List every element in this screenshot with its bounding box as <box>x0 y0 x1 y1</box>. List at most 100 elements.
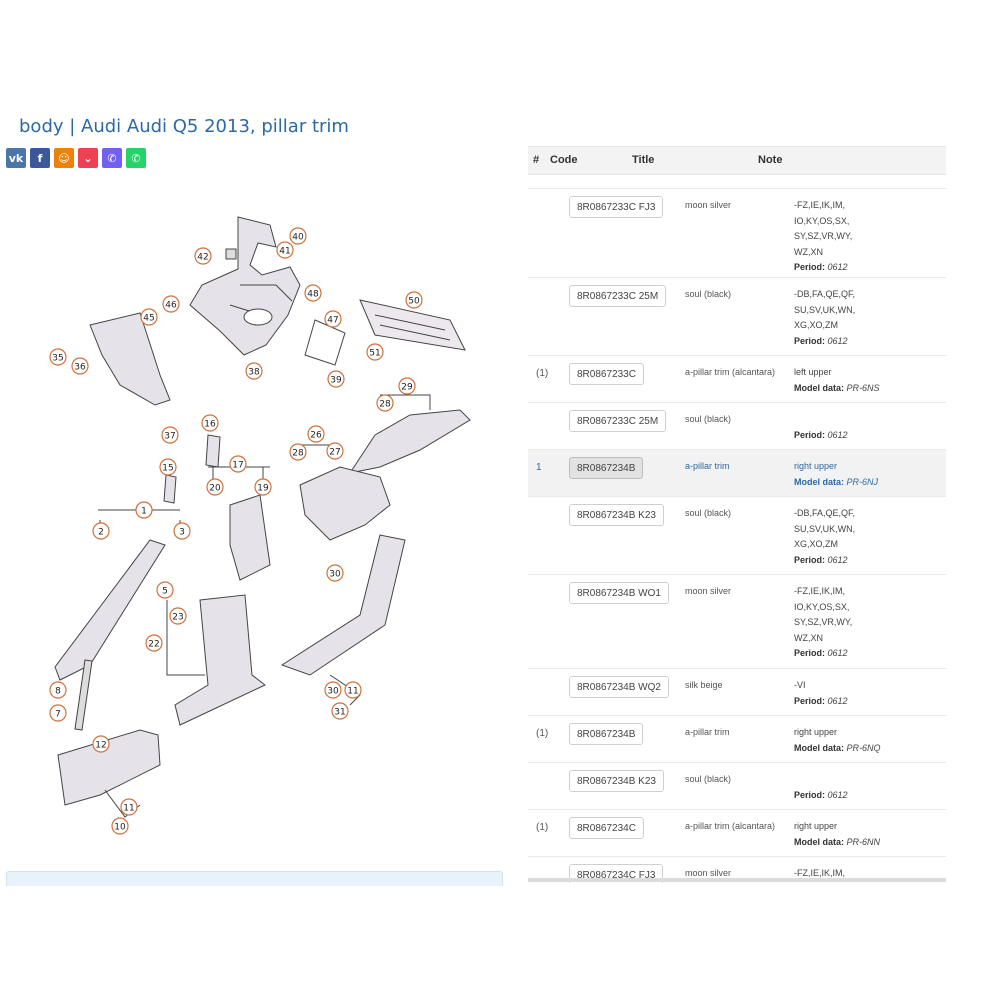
callout-50[interactable]: 50 <box>405 291 423 309</box>
callout-16[interactable]: 16 <box>201 414 219 432</box>
part-title: moon silver <box>685 586 732 596</box>
part-code-button[interactable]: 8R0867234B K23 <box>569 504 664 526</box>
svg-text:50: 50 <box>408 297 420 307</box>
row-num: 1 <box>536 462 542 473</box>
svg-text:30: 30 <box>327 687 339 697</box>
callout-12[interactable]: 12 <box>92 735 110 753</box>
callout-7[interactable]: 7 <box>49 704 67 722</box>
header-num: # <box>533 154 540 166</box>
callout-8[interactable]: 8 <box>49 681 67 699</box>
table-row[interactable]: 8R0867233C 25M soul (black) Period: 0612 <box>528 402 946 449</box>
callout-10[interactable]: 10 <box>111 817 129 835</box>
part-title: soul (black) <box>685 508 732 518</box>
callout-28[interactable]: 28 <box>376 394 394 412</box>
callout-26[interactable]: 26 <box>307 425 325 443</box>
callout-36[interactable]: 36 <box>71 357 89 375</box>
callout-48[interactable]: 48 <box>304 284 322 302</box>
callout-35[interactable]: 35 <box>49 348 67 366</box>
part-code-button[interactable]: 8R0867234B K23 <box>569 770 664 792</box>
callout-46[interactable]: 46 <box>162 295 180 313</box>
part-title: soul (black) <box>685 414 732 424</box>
part-code-button[interactable]: 8R0867233C FJ3 <box>569 196 664 218</box>
callout-38[interactable]: 38 <box>245 362 263 380</box>
odnoklassniki-share-icon[interactable]: ☺ <box>54 148 74 168</box>
part-code-button[interactable]: 8R0867233C 25M <box>569 285 667 307</box>
info-bar <box>6 871 503 886</box>
callout-11[interactable]: 11 <box>120 798 138 816</box>
part-note: -FZ,IE,IK,IM,IO,KY,OS,SX,SY,SZ,VR,WY,WZ,… <box>794 200 853 272</box>
table-header: # Code Title Note <box>528 146 946 175</box>
part-note: -FZ,IE,IK,IM,IO,KY,OS,SX,SY,SZ,VR,WY,WZ,… <box>794 586 853 658</box>
svg-text:1: 1 <box>141 507 147 517</box>
svg-text:7: 7 <box>55 710 61 720</box>
callout-20[interactable]: 20 <box>206 478 224 496</box>
part-code-button[interactable]: 8R0867233C 25M <box>569 410 667 432</box>
callout-23[interactable]: 23 <box>169 607 187 625</box>
part-code-button[interactable]: 8R0867234B <box>569 723 644 745</box>
callout-28[interactable]: 28 <box>289 443 307 461</box>
svg-text:23: 23 <box>172 613 183 623</box>
svg-text:30: 30 <box>329 570 341 580</box>
pocket-share-icon[interactable]: ⌄ <box>78 148 98 168</box>
callout-5[interactable]: 5 <box>156 581 174 599</box>
table-body: 8R0867233C FJ3 moon silver -FZ,IE,IK,IM,IO… <box>528 188 946 883</box>
header-note: Note <box>758 154 783 166</box>
part-code-button[interactable]: 8R0867234B <box>569 457 644 479</box>
part-code-button[interactable]: 8R0867234B WQ2 <box>569 676 669 698</box>
part-code-button[interactable]: 8R0867234C <box>569 817 644 839</box>
callout-29[interactable]: 29 <box>398 377 416 395</box>
callout-47[interactable]: 47 <box>324 310 342 328</box>
callout-31[interactable]: 31 <box>331 702 349 720</box>
svg-text:26: 26 <box>310 431 322 441</box>
svg-text:2: 2 <box>98 528 104 538</box>
callout-2[interactable]: 2 <box>92 522 110 540</box>
svg-text:5: 5 <box>162 587 168 597</box>
callout-51[interactable]: 51 <box>366 343 384 361</box>
callout-30[interactable]: 30 <box>326 564 344 582</box>
callout-37[interactable]: 37 <box>161 426 179 444</box>
scrollbar-track[interactable] <box>528 878 946 882</box>
row-num: (1) <box>536 822 549 833</box>
callout-30[interactable]: 30 <box>324 681 342 699</box>
svg-text:38: 38 <box>248 368 260 378</box>
callout-42[interactable]: 42 <box>194 247 212 265</box>
table-row[interactable]: 8R0867234B WO1 moon silver -FZ,IE,IK,IM,IO… <box>528 574 946 668</box>
callout-45[interactable]: 45 <box>140 308 158 326</box>
svg-text:12: 12 <box>95 741 106 751</box>
row-num: (1) <box>536 728 549 739</box>
part-note: Period: 0612 <box>794 429 848 440</box>
callout-17[interactable]: 17 <box>229 455 247 473</box>
callout-22[interactable]: 22 <box>145 634 163 652</box>
callout-15[interactable]: 15 <box>159 458 177 476</box>
part-note: -FZ,IE,IK,IM, <box>794 868 845 878</box>
callout-3[interactable]: 3 <box>173 522 191 540</box>
part-code-button[interactable]: 8R0867234B WO1 <box>569 582 669 604</box>
callout-39[interactable]: 39 <box>327 370 345 388</box>
callout-27[interactable]: 27 <box>326 442 344 460</box>
viber-share-icon[interactable]: ✆ <box>102 148 122 168</box>
callout-11[interactable]: 11 <box>344 681 362 699</box>
svg-text:39: 39 <box>330 376 342 386</box>
whatsapp-share-icon[interactable]: ✆ <box>126 148 146 168</box>
callout-41[interactable]: 41 <box>276 241 294 259</box>
vk-share-icon[interactable]: vk <box>6 148 26 168</box>
facebook-share-icon[interactable]: f <box>30 148 50 168</box>
part-code-button[interactable]: 8R0867233C <box>569 363 644 385</box>
callout-40[interactable]: 40 <box>289 227 307 245</box>
callout-1[interactable]: 1 <box>135 501 153 519</box>
callout-19[interactable]: 19 <box>254 478 272 496</box>
part-title: soul (black) <box>685 289 732 299</box>
